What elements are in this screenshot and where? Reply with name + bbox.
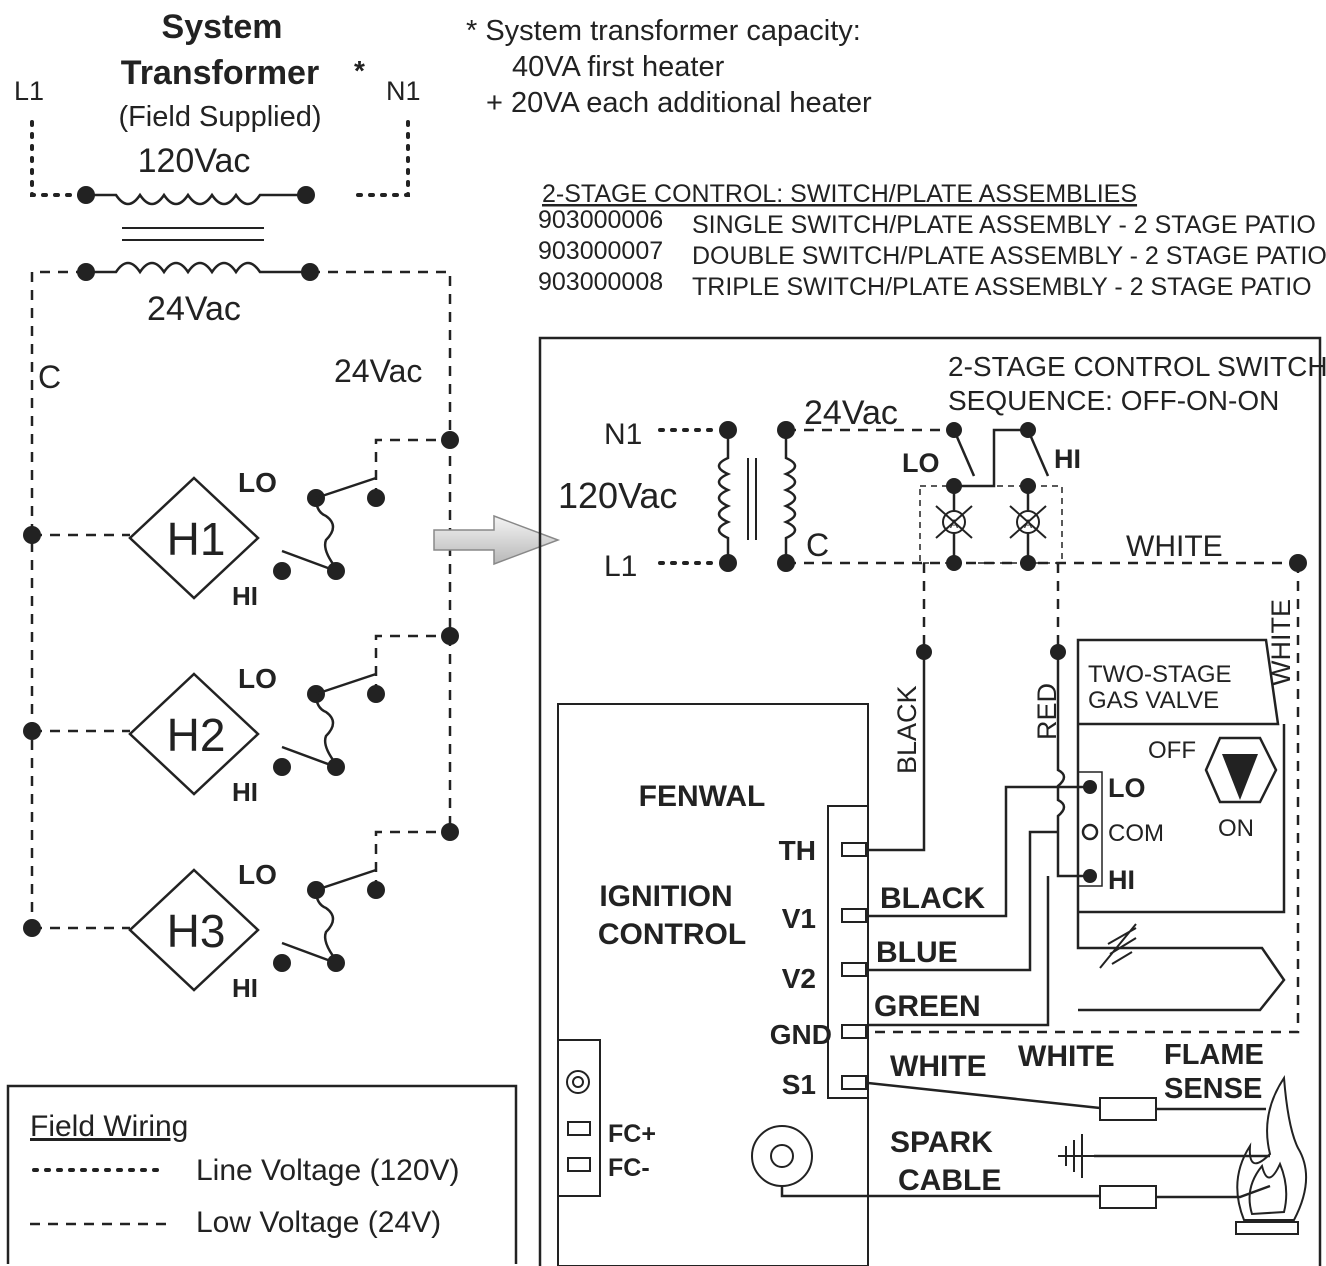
heater-h2-diamond	[128, 672, 260, 796]
white-ground-wire	[868, 563, 1300, 1034]
fenwal-ignition-control: FENWAL IGNITION CONTROL TH V1 V2 GND S1 …	[557, 703, 869, 1266]
detail-primary-label: 120Vac	[558, 475, 677, 516]
detail-secondary-label: 24Vac	[804, 394, 898, 432]
detail-arrow-icon	[433, 514, 561, 566]
assembly-desc-1: SINGLE SWITCH/PLATE ASSEMBLY - 2 STAGE P…	[692, 211, 1316, 239]
heater-h1-diamond	[128, 476, 260, 600]
spark-cable-line1: SPARK	[890, 1126, 993, 1159]
heater-h2: H2 LO HI	[23, 627, 459, 807]
fenwal-label: FENWAL	[639, 780, 766, 813]
transformer-title-line1: System	[162, 8, 283, 46]
white-wire-label: WHITE	[1126, 530, 1223, 563]
terminal-gnd-label: GND	[770, 1019, 832, 1050]
switch-lamp-lo-symbol: A	[950, 517, 958, 531]
heater-h3-hi-label: HI	[232, 973, 258, 1003]
common-c-label: C	[38, 359, 61, 395]
terminal-v1-label: V1	[782, 903, 816, 934]
terminal-v2-label: V2	[782, 963, 816, 994]
gas-valve-title-line1: TWO-STAGE	[1088, 661, 1232, 688]
ignition-label-line2: CONTROL	[598, 918, 746, 951]
detail-n1-label: N1	[604, 418, 642, 451]
heater-h1-lo-label: LO	[238, 467, 277, 498]
transformer-asterisk: *	[354, 55, 365, 86]
heater-h3-diamond	[128, 868, 260, 992]
wire-green-label: GREEN	[874, 990, 981, 1023]
wire-white-s1-label: WHITE	[890, 1050, 987, 1083]
transformer-subtitle: (Field Supplied)	[118, 101, 321, 133]
legend-title: Field Wiring	[30, 1110, 188, 1143]
two-stage-gas-valve: TWO-STAGE GAS VALVE OFF ON LO COM HI	[1076, 638, 1286, 1012]
switch-title-line1: 2-STAGE CONTROL SWITCH	[948, 351, 1326, 382]
neutral-n1-label: N1	[386, 76, 421, 106]
burner-assembly	[1058, 1075, 1308, 1235]
switch-title-line2: SEQUENCE: OFF-ON-ON	[948, 385, 1279, 416]
transformer-title-line2: Transformer	[121, 54, 319, 92]
wire-white-2-label: WHITE	[1018, 1040, 1115, 1073]
capacity-note: * System transformer capacity: 40VA firs…	[466, 15, 872, 119]
heater-h1-hi-label: HI	[232, 581, 258, 611]
assembly-part-1: 903000006	[538, 206, 663, 234]
fc-plus-label: FC+	[608, 1120, 656, 1148]
flame-sense-line1: FLAME	[1164, 1039, 1264, 1071]
primary-coil	[86, 192, 306, 206]
primary-voltage-label: 120Vac	[138, 142, 251, 180]
assembly-desc-2: DOUBLE SWITCH/PLATE ASSEMBLY - 2 STAGE P…	[692, 242, 1326, 270]
heater-h3-label: H3	[167, 905, 226, 957]
line-voltage-lead-n1	[354, 120, 410, 197]
detail-l1-label: L1	[604, 550, 637, 583]
valve-lo-label: LO	[1108, 773, 1146, 803]
assembly-part-3: 903000008	[538, 268, 663, 296]
terminal-th-label: TH	[779, 835, 816, 866]
secondary-coil	[86, 261, 310, 275]
field-wiring-legend: Field Wiring Line Voltage (120V) Low Vol…	[6, 1084, 518, 1264]
gas-valve-title-line2: GAS VALVE	[1088, 687, 1219, 714]
black-vertical-label: BLACK	[892, 685, 922, 774]
spark-cable-line2: CABLE	[898, 1164, 1001, 1197]
valve-hi-label: HI	[1108, 865, 1135, 895]
assembly-heading: 2-STAGE CONTROL: SWITCH/PLATE ASSEMBLIES	[542, 180, 1137, 208]
heater-h2-lo-label: LO	[238, 663, 277, 694]
detail-secondary-coil	[782, 430, 797, 563]
capacity-line2: 40VA first heater	[512, 51, 725, 83]
assembly-table: 2-STAGE CONTROL: SWITCH/PLATE ASSEMBLIES…	[538, 180, 1326, 301]
switch-lamp-hi-symbol: A	[1024, 517, 1032, 531]
switch-hi-label: HI	[1054, 444, 1081, 474]
capacity-line1: * System transformer capacity:	[466, 15, 861, 47]
detail-primary-coil	[717, 430, 732, 563]
heater-h1-label: H1	[167, 513, 226, 565]
fc-minus-label: FC-	[608, 1154, 650, 1182]
wire-black-label: BLACK	[880, 882, 985, 915]
terminal-s1-label: S1	[782, 1069, 816, 1100]
detail-panel: N1 L1 120Vac 24Vac C 2-STAGE CONTROL SWI…	[538, 336, 1326, 1266]
valve-off-label: OFF	[1148, 737, 1196, 764]
legend-line-voltage-label: Line Voltage (120V)	[196, 1154, 460, 1187]
spark-terminal-icon	[751, 1125, 813, 1187]
hot-24vac-label: 24Vac	[334, 353, 422, 389]
assembly-desc-3: TRIPLE SWITCH/PLATE ASSEMBLY - 2 STAGE P…	[692, 273, 1312, 301]
detail-common-label: C	[806, 527, 829, 563]
line-voltage-lead-l1	[30, 120, 86, 197]
wire-blue-label: BLUE	[876, 936, 958, 969]
red-vertical-label: RED	[1032, 683, 1062, 740]
heater-h3-lo-label: LO	[238, 859, 277, 890]
ignition-label-line1: IGNITION	[599, 880, 732, 913]
secondary-voltage-label: 24Vac	[147, 290, 241, 328]
switch-lo-label: LO	[902, 448, 940, 478]
valve-com-label: COM	[1108, 820, 1164, 847]
system-transformer: System Transformer * (Field Supplied) 12…	[14, 8, 421, 328]
heater-h2-hi-label: HI	[232, 777, 258, 807]
heater-h1: H1 LO HI	[23, 431, 459, 611]
capacity-line3: + 20VA each additional heater	[486, 87, 872, 119]
heater-h2-label: H2	[167, 709, 226, 761]
line-l1-label: L1	[14, 76, 44, 106]
legend-low-voltage-label: Low Voltage (24V)	[196, 1206, 441, 1239]
heater-h3: H3 LO HI	[23, 823, 459, 1003]
valve-on-label: ON	[1218, 815, 1254, 842]
common-bus	[30, 270, 86, 928]
assembly-part-2: 903000007	[538, 237, 663, 265]
flame-sense-line2: SENSE	[1164, 1073, 1262, 1105]
